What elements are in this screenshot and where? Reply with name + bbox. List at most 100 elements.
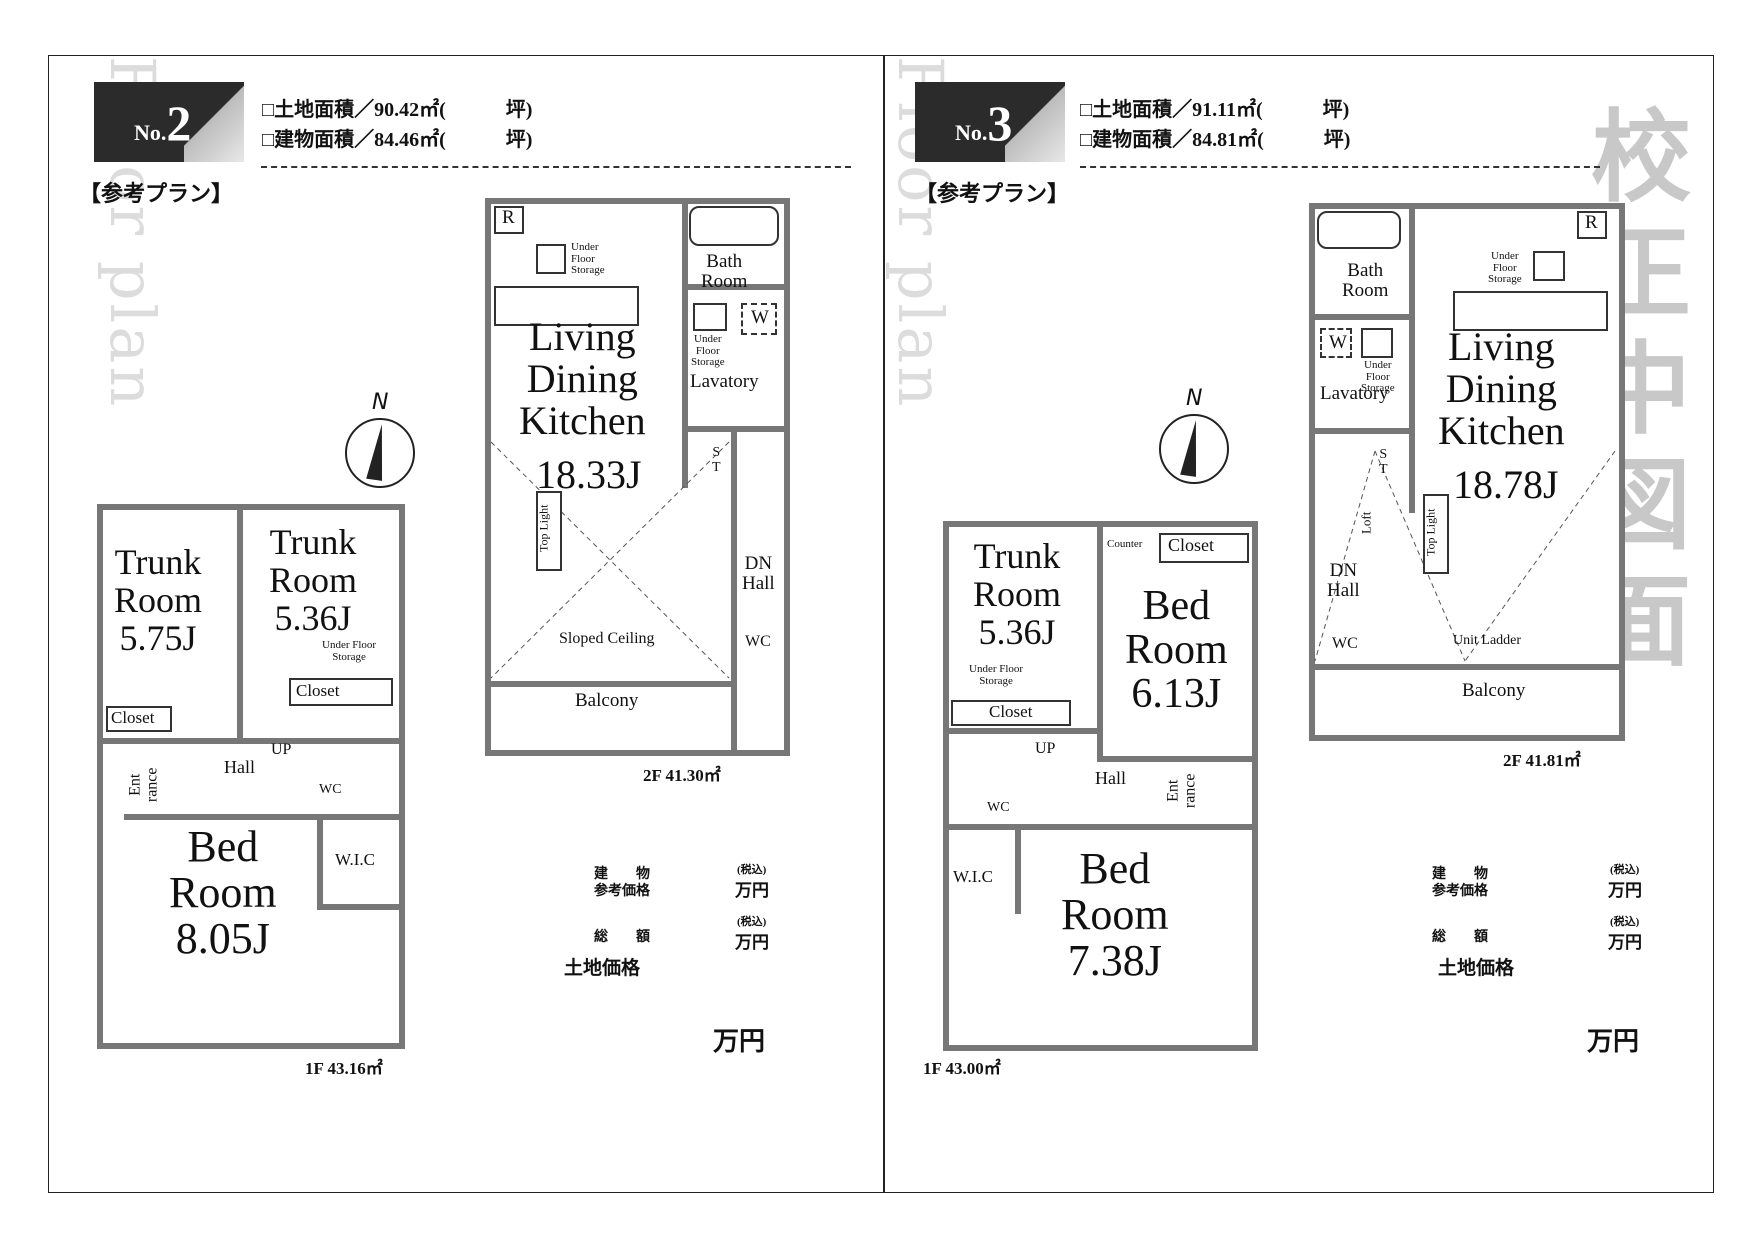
plan-number-badge: No.2	[94, 82, 244, 162]
plan-panel-no3: Floor plan 校正中図面 No.3 □土地面積／91.11㎡( 坪) □…	[884, 55, 1714, 1193]
entrance-label: Ent rance	[126, 767, 161, 803]
closet-trunk-box	[951, 700, 1071, 726]
under-floor-storage-small: Under Floor Storage	[322, 639, 377, 663]
closet-bed-box	[1159, 533, 1249, 563]
building-area: □建物面積／84.46㎡( 坪)	[262, 129, 533, 151]
counter-label: Counter	[1107, 538, 1143, 550]
storage-hatch-icon-2	[693, 303, 727, 331]
bath-room-label: Bath Room	[1342, 260, 1389, 301]
loft-label: Loft	[1358, 511, 1374, 535]
wc-2f-label: WC	[1332, 635, 1358, 652]
plan-number-prefix: No.	[134, 120, 167, 145]
kitchen-counter	[1453, 291, 1608, 331]
st-label: S T	[712, 445, 721, 475]
plan-number-value: 3	[987, 95, 1013, 151]
bathtub-icon	[1317, 211, 1401, 249]
stairs-up-label: UP	[271, 741, 292, 758]
bathtub-icon	[689, 206, 779, 246]
sloped-ceiling-lines	[1314, 450, 1616, 662]
washer-label: W	[1329, 332, 1347, 353]
wic-label: W.I.C	[953, 867, 993, 886]
price-reference-label: 参考価格	[1432, 884, 1488, 899]
second-floor-area: 2F 41.30㎡	[643, 766, 721, 785]
total-label: 総 額	[1432, 930, 1488, 945]
refrigerator-label: R	[1585, 212, 1598, 233]
land-price-label: 土地価格	[1438, 958, 1515, 979]
price-reference-label: 参考価格	[594, 884, 650, 899]
stairs-up-label: UP	[1035, 740, 1056, 757]
tax-included-2: (税込)	[1610, 916, 1640, 928]
ldk-label: Living Dining Kitchen	[1438, 324, 1565, 453]
plan-number-prefix: No.	[955, 120, 988, 145]
wc-2f-label: WC	[745, 633, 771, 650]
refrigerator-label: R	[502, 207, 515, 228]
balcony-label: Balcony	[1462, 680, 1526, 701]
first-floor-outline	[97, 504, 405, 1049]
reference-plan-label: 【参考プラン】	[915, 181, 1070, 206]
compass-north-label: N	[1186, 386, 1203, 411]
bed-room-1-label: Bed Room 7.38J	[1061, 844, 1169, 986]
top-light-label: Top Light	[536, 504, 551, 553]
unit-ladder-label: Unit Ladder	[1453, 633, 1522, 648]
trunk-room-2-label: Trunk Room 5.36J	[269, 522, 358, 638]
first-floor-area: 1F 43.16㎡	[305, 1059, 383, 1078]
washer-label: W	[751, 307, 769, 328]
header-divider	[1080, 166, 1600, 168]
total-label: 総 額	[594, 930, 650, 945]
storage-hatch-icon-2	[1361, 328, 1393, 358]
plan-number-badge: No.3	[915, 82, 1065, 162]
closet-trunk-label: Closet	[989, 702, 1033, 721]
trunk-room-1-label: Trunk Room 5.75J	[114, 542, 203, 658]
ldk-size: 18.78J	[1453, 462, 1559, 507]
header-divider	[261, 166, 851, 168]
ldk-size: 18.33J	[536, 452, 642, 497]
building-area: □建物面積／84.81㎡( 坪)	[1080, 129, 1351, 151]
man-yen-2: 万円	[1608, 933, 1642, 952]
bath-room-label: Bath Room	[701, 251, 748, 292]
bed-room-2-label: Bed Room 6.13J	[1125, 583, 1228, 718]
reference-plan-label: 【参考プラン】	[79, 181, 234, 206]
man-yen-2: 万円	[735, 933, 769, 952]
compass-north-label: N	[372, 390, 389, 415]
top-light-box	[536, 491, 562, 571]
st-label: S T	[1379, 447, 1388, 477]
under-floor-storage-small: Under Floor Storage	[969, 663, 1024, 687]
lavatory-label: Lavatory	[1320, 383, 1389, 404]
price-building-label: 建 物	[594, 867, 650, 882]
lavatory-under-floor-label: Under Floor Storage	[691, 333, 725, 369]
bed-room-label: Bed Room 8.05J	[169, 822, 277, 964]
tax-included-1: (税込)	[737, 864, 767, 876]
lavatory-under-floor-label: Under Floor Storage	[1361, 359, 1395, 395]
sloped-ceiling-lines	[490, 441, 730, 679]
tax-included-1: (税込)	[1610, 864, 1640, 876]
under-floor-storage-label: Under Floor Storage	[571, 241, 605, 277]
closet-1-box	[106, 706, 172, 732]
sloped-ceiling-label: Sloped Ceiling	[559, 630, 655, 647]
man-yen-1: 万円	[735, 881, 769, 900]
dn-hall-label: DN Hall	[1327, 560, 1360, 601]
hall-label: Hall	[1095, 768, 1126, 788]
man-yen-big: 万円	[1587, 1027, 1640, 1056]
man-yen-1: 万円	[1608, 881, 1642, 900]
entrance-label: Ent rance	[1164, 773, 1199, 809]
closet-2-box	[289, 678, 393, 706]
lavatory-label: Lavatory	[690, 371, 759, 392]
wic-label: W.I.C	[335, 850, 375, 869]
trunk-room-label: Trunk Room 5.36J	[973, 536, 1062, 652]
ldk-label: Living Dining Kitchen	[519, 314, 646, 443]
refrigerator-box	[1577, 211, 1607, 239]
land-area: □土地面積／91.11㎡( 坪)	[1080, 99, 1350, 121]
top-light-box	[1423, 494, 1449, 574]
kitchen-counter	[494, 286, 639, 326]
land-area: □土地面積／90.42㎡( 坪)	[262, 99, 533, 121]
closet-2-label: Closet	[296, 681, 340, 700]
first-floor-area: 1F 43.00㎡	[923, 1059, 1001, 1078]
plan-panel-no2: Floor plan No.2 □土地面積／90.42㎡( 坪) □建物面積／8…	[48, 55, 884, 1193]
compass-icon: N	[1159, 386, 1229, 484]
wc-1f-label: WC	[319, 782, 342, 797]
price-building-label: 建 物	[1432, 867, 1488, 882]
washer-box	[741, 303, 777, 335]
plan-number-value: 2	[166, 95, 192, 151]
man-yen-big: 万円	[713, 1027, 766, 1056]
closet-1-label: Closet	[111, 708, 155, 727]
